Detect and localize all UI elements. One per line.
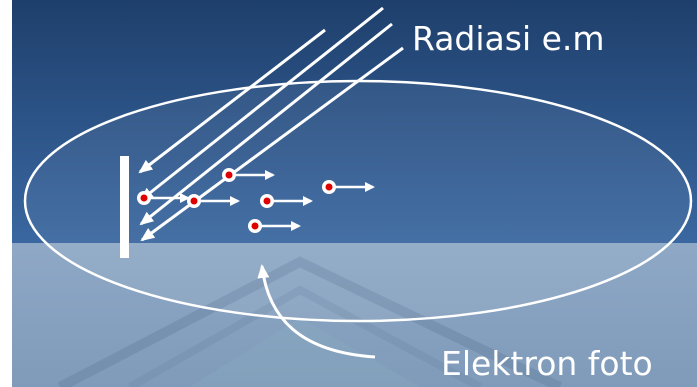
incoming-ray-icon	[140, 46, 404, 242]
metal-plate	[120, 156, 129, 258]
radiation-rays	[138, 6, 404, 242]
electron-5	[248, 219, 301, 233]
background-decoration	[57, 256, 563, 387]
radiation-label: Radiasi e.m	[412, 19, 605, 58]
electron-1	[137, 191, 190, 205]
electron-dot-icon	[140, 194, 148, 202]
electron-2	[187, 194, 240, 208]
electron-dot-icon	[225, 171, 233, 179]
curved-arrow-icon	[257, 264, 376, 359]
electron-dot-icon	[325, 183, 333, 191]
electron-4	[260, 194, 313, 208]
incoming-ray-icon	[139, 6, 384, 202]
electron-dot-icon	[251, 222, 259, 230]
electron-6	[322, 180, 375, 194]
light-blue-background	[12, 243, 697, 387]
electron-dot-icon	[190, 197, 198, 205]
left-margin	[0, 0, 12, 387]
incoming-ray-icon	[138, 28, 326, 174]
incoming-ray-icon	[139, 22, 393, 226]
photoelectrons	[137, 168, 375, 233]
electron-dot-icon	[263, 197, 271, 205]
photoelectron-label: Elektron foto	[441, 344, 653, 383]
electron-3	[222, 168, 275, 182]
